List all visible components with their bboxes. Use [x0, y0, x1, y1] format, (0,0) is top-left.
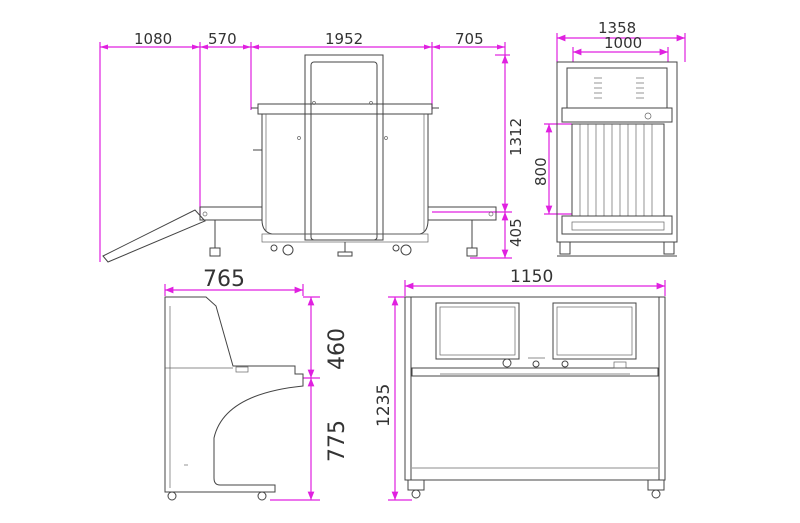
dim-front-1358: 1358 [598, 19, 636, 37]
front-view: 1358 1000 800 [532, 19, 686, 257]
dim-profile-460: 460 [325, 328, 350, 370]
dim-side-1080: 1080 [134, 30, 172, 48]
side-view: 1080 570 1952 705 1312 405 [99, 30, 525, 263]
dim-front-1000: 1000 [604, 34, 642, 52]
dim-console-1235: 1235 [374, 384, 394, 427]
dim-side-705: 705 [455, 30, 484, 48]
dim-console-1150: 1150 [510, 267, 553, 287]
dim-front-800: 800 [532, 157, 550, 186]
dim-profile-765: 765 [203, 267, 245, 292]
dim-side-1312: 1312 [507, 118, 525, 156]
dim-profile-775: 775 [325, 420, 350, 462]
dim-side-570: 570 [208, 30, 237, 48]
console-view: 1150 1235 [374, 267, 666, 501]
profile-view: 765 460 775 [164, 267, 350, 501]
dim-side-1952: 1952 [325, 30, 363, 48]
dim-side-405: 405 [507, 218, 525, 247]
